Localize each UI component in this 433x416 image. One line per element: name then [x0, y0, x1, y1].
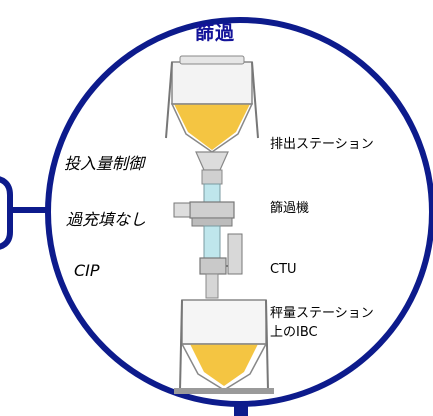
- left-bracket-connector: [0, 176, 13, 250]
- lower-ibc-leg-left: [179, 299, 183, 391]
- upper-ibc-leg-right: [251, 61, 259, 139]
- weigh-station-ibc-label-line2: 上のIBC: [270, 325, 318, 340]
- no-overfill-label: 過充填なし: [66, 210, 147, 229]
- cip-label: CIP: [74, 261, 100, 280]
- upper-ibc-frame: [171, 61, 253, 105]
- lower-ibc: [174, 299, 274, 394]
- bottom-ring-tab: [234, 405, 248, 416]
- ctu-actuator: [227, 233, 243, 275]
- weigh-station-ibc-label-line1: 秤量ステーション: [270, 306, 374, 321]
- discharge-valve-body: [201, 169, 223, 185]
- upper-ibc-leg-left: [165, 61, 173, 139]
- process-ring: [45, 17, 433, 407]
- ctu-body: [199, 257, 227, 275]
- diagram-title: 篩過: [194, 22, 235, 44]
- sieve-machine: [173, 201, 235, 227]
- lower-ibc-leg-right: [265, 299, 269, 391]
- sieve-side-unit: [173, 202, 191, 218]
- transfer-pipe-upper: [203, 183, 221, 203]
- sieve-machine-label: 篩過機: [270, 201, 310, 216]
- upper-ibc-lid: [179, 55, 245, 65]
- sieve-body: [189, 201, 235, 219]
- upper-ibc-cone: [170, 103, 254, 153]
- dosing-control-label: 投入量制御: [64, 154, 145, 173]
- lower-ibc-frame: [181, 299, 267, 345]
- discharge-station-label: 排出ステーション: [270, 137, 374, 152]
- sieve-screen: [191, 217, 233, 227]
- filling-hose: [205, 273, 219, 299]
- ctu-label: CTU: [270, 262, 297, 277]
- upper-ibc-powder: [174, 104, 250, 150]
- upper-ibc: [165, 55, 259, 153]
- ctu-unit: [199, 233, 243, 275]
- weigh-station-platform: [174, 388, 274, 394]
- transfer-pipe-lower: [203, 225, 221, 261]
- lower-ibc-powder: [190, 344, 258, 386]
- lower-ibc-cone: [180, 343, 268, 391]
